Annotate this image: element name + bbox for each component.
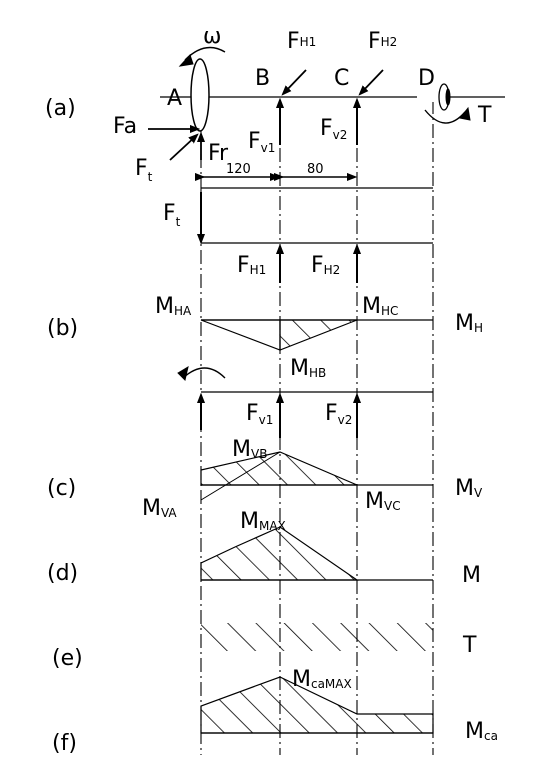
dim-ab-label: 120 xyxy=(226,162,251,177)
point-label-c: C xyxy=(334,66,349,91)
panel-f: (f) McaMAX Mca xyxy=(52,667,498,756)
force-ft-arrow xyxy=(169,135,197,161)
torque-label-e: T xyxy=(462,633,477,658)
point-label-b: B xyxy=(255,66,270,91)
force-fh2-arrow xyxy=(360,69,384,94)
moment-mva-label: MVA xyxy=(142,496,177,521)
moment-mh-label: MH xyxy=(455,311,483,336)
panel-d: (d) MMAX M xyxy=(47,509,481,588)
moment-mv-label: MV xyxy=(455,476,483,501)
panel-b: (b) MHA MHC MH MHB xyxy=(47,294,483,381)
force-fh1-arrow xyxy=(283,69,307,94)
horizontal-forces: Ft FH1 FH2 xyxy=(163,187,433,283)
panel-label-c: (c) xyxy=(47,476,76,501)
panel-c: (c) MVB MVA MVC MV xyxy=(47,437,483,521)
panel-label-f: (f) xyxy=(52,731,77,756)
moment-mha-label: MHA xyxy=(155,294,192,319)
omega-arrowhead-icon xyxy=(178,54,194,67)
panel-label-e: (e) xyxy=(52,646,83,671)
mca-area xyxy=(200,676,434,734)
mh-area-ab xyxy=(200,319,281,351)
force-ft-label: Ft xyxy=(135,156,153,184)
panel-e: (e) T xyxy=(52,623,477,671)
force-fv1-v-label: Fv1 xyxy=(246,401,273,427)
force-fh1-label: FH1 xyxy=(287,29,316,54)
moment-mhc-label: MHC xyxy=(362,294,398,319)
torque-label-a: T xyxy=(477,103,492,128)
panel-label-d: (d) xyxy=(47,561,78,586)
moment-m-label: M xyxy=(462,563,481,588)
moment-mhb-label: MHB xyxy=(290,356,326,381)
vertical-forces: Fv1 Fv2 xyxy=(177,365,433,438)
omega-label: ω xyxy=(203,24,221,49)
force-fa-label: Fa xyxy=(113,114,137,139)
m-area xyxy=(200,526,359,581)
panel-label-b: (b) xyxy=(47,316,78,341)
force-fh2-h-label: FH2 xyxy=(311,253,340,278)
moment-curl-arrowhead-icon xyxy=(177,365,189,381)
gear-disk xyxy=(190,58,210,132)
moment-mvc-label: MVC xyxy=(365,489,401,514)
coupling-icon xyxy=(417,83,471,124)
moment-curl-icon xyxy=(182,367,226,379)
force-fr-label: Fr xyxy=(208,141,229,166)
torque-area xyxy=(201,623,433,651)
force-ft-h-label: Ft xyxy=(163,201,181,229)
panel-a: (a) ω A B C D Fa Ft Fr FH1 FH2 Fv1 Fv2 xyxy=(45,24,505,184)
force-fv2-v-label: Fv2 xyxy=(325,401,352,427)
dim-bc-label: 80 xyxy=(307,162,324,177)
force-fv2-label: Fv2 xyxy=(320,116,347,142)
guide-lines xyxy=(200,100,434,755)
force-fv1-label: Fv1 xyxy=(248,129,275,155)
point-label-a: A xyxy=(167,86,182,111)
moment-mca-label: Mca xyxy=(465,719,498,744)
mv-a-slope xyxy=(200,451,281,501)
mv-area xyxy=(200,451,358,486)
point-label-d: D xyxy=(418,66,435,91)
mh-area-bc xyxy=(279,319,358,351)
moment-mmax-label: MMAX xyxy=(240,509,286,534)
force-fh1-h-label: FH1 xyxy=(237,253,266,278)
moment-mcamax-label: McaMAX xyxy=(292,667,352,692)
panel-label-a: (a) xyxy=(45,96,76,121)
moment-mvb-label: MVB xyxy=(232,437,267,462)
force-fh2-label: FH2 xyxy=(368,29,397,54)
